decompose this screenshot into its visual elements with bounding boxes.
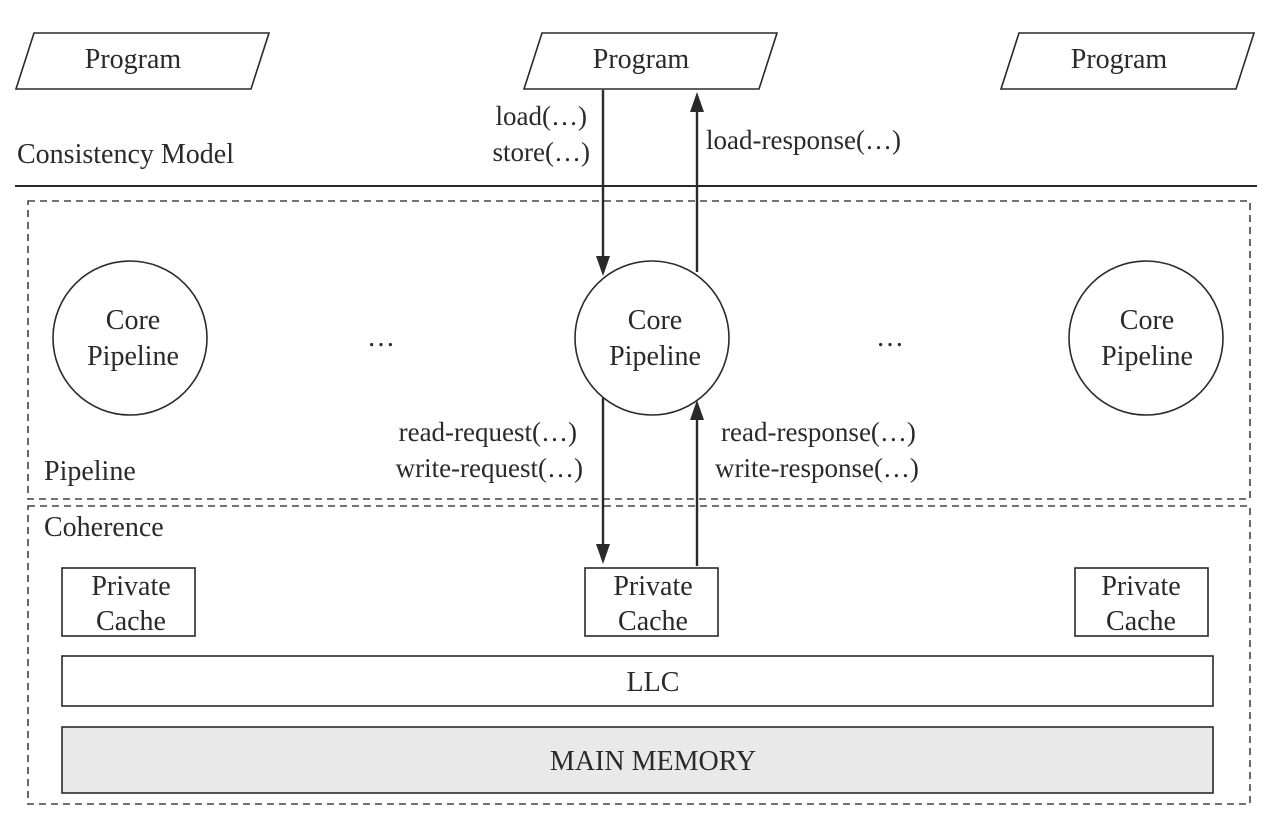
write-request-label: write-request(…) (396, 453, 583, 483)
llc-box: LLC (61, 655, 1214, 707)
ellipsis-left: … (367, 322, 395, 353)
pipeline-sublabel: Pipeline (87, 341, 179, 372)
main-memory-label: MAIN MEMORY (550, 746, 756, 777)
store-call-label: store(…) (493, 137, 590, 167)
core-pipeline-right: Core Pipeline (1068, 260, 1224, 416)
cache-label: Private (613, 571, 692, 602)
load-call-label: load(…) (496, 101, 587, 131)
pipeline-sublabel: Pipeline (609, 341, 701, 372)
ellipsis-right: … (876, 322, 904, 353)
program-box-right: Program (999, 32, 1256, 90)
pipeline-sublabel: Pipeline (1101, 341, 1193, 372)
cache-label: Private (1101, 571, 1180, 602)
load-response-arrow (690, 92, 704, 272)
pipeline-region (27, 200, 1251, 500)
program-box-center: Program (522, 32, 779, 90)
read-request-label: read-request(…) (399, 417, 577, 447)
coherence-label: Coherence (44, 512, 164, 543)
program-label: Program (1071, 44, 1168, 75)
load-response-label: load-response(…) (706, 125, 901, 155)
response-arrow (690, 400, 704, 566)
pipeline-label: Pipeline (44, 456, 136, 487)
load-store-arrow (596, 90, 610, 276)
consistency-model-label: Consistency Model (17, 139, 234, 170)
private-cache-left: Private Cache (61, 567, 196, 637)
cache-sublabel: Cache (1106, 606, 1176, 637)
program-label: Program (85, 44, 182, 75)
request-arrow (596, 398, 610, 564)
llc-label: LLC (627, 667, 680, 698)
cache-sublabel: Cache (618, 606, 688, 637)
core-pipeline-left: Core Pipeline (52, 260, 208, 416)
coherence-region (27, 505, 1251, 805)
main-memory-box: MAIN MEMORY (61, 726, 1214, 794)
program-label: Program (593, 44, 690, 75)
cache-label: Private (91, 571, 170, 602)
core-label: Core (1120, 305, 1174, 336)
core-label: Core (628, 305, 682, 336)
core-pipeline-center: Core Pipeline (574, 260, 730, 416)
read-response-label: read-response(…) (721, 417, 916, 447)
private-cache-center: Private Cache (584, 567, 719, 637)
core-label: Core (106, 305, 160, 336)
program-box-left: Program (14, 32, 271, 90)
write-response-label: write-response(…) (715, 453, 919, 483)
cache-sublabel: Cache (96, 606, 166, 637)
private-cache-right: Private Cache (1074, 567, 1209, 637)
